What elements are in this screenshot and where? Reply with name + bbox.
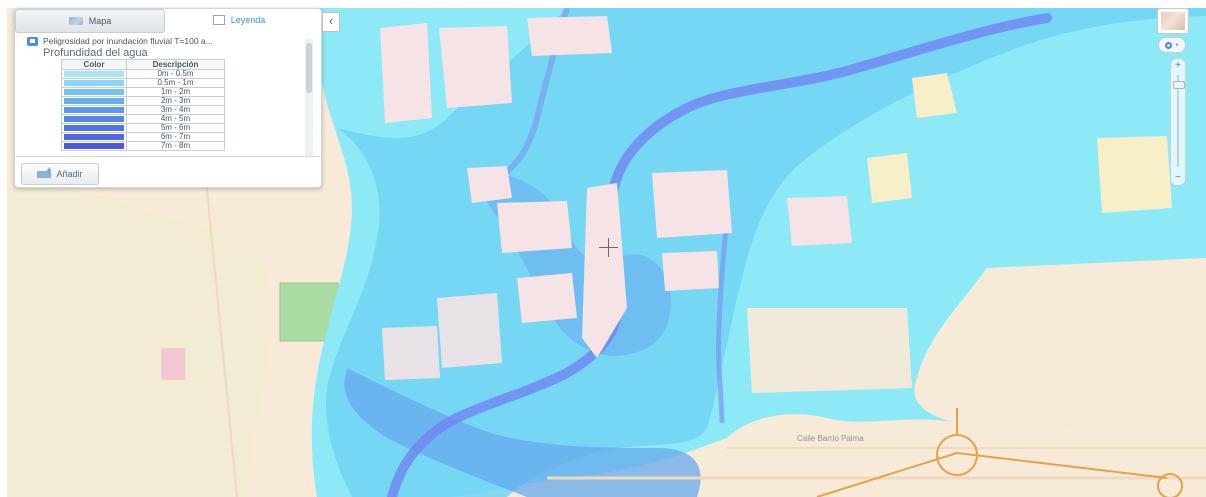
legend-swatch <box>64 143 124 149</box>
building-block <box>382 326 440 380</box>
legend-scrollbar-thumb[interactable] <box>306 43 312 93</box>
road-main <box>816 451 1168 497</box>
roundabout <box>1157 473 1183 497</box>
dry-area <box>1097 136 1172 213</box>
color-column-header: Color <box>61 59 127 70</box>
legend-swatch-cell <box>61 105 127 115</box>
legend-swatch <box>64 98 124 104</box>
river-channel-east <box>716 217 730 424</box>
legend-swatch-cell <box>61 123 127 133</box>
tab-map-label: Mapa <box>88 16 112 26</box>
collapse-panel-button[interactable]: ‹ <box>322 12 340 32</box>
panel-divider <box>15 156 321 157</box>
building-block <box>380 23 432 123</box>
legend-label: 7m - 8m <box>126 141 225 151</box>
legend-row: 7m - 8m <box>61 141 225 151</box>
add-layer-icon <box>37 165 52 178</box>
dry-area-east <box>747 308 912 393</box>
legend-row: 2m - 3m <box>61 96 225 106</box>
legend-icon <box>212 15 225 25</box>
legend-swatch-cell <box>61 114 127 124</box>
legend-panel: Mapa Leyenda Peligrosidad por inundación… <box>14 8 322 188</box>
zoom-thumb[interactable] <box>1173 81 1185 89</box>
flood-medium-zone <box>326 8 1206 497</box>
legend-scroll-area[interactable]: Peligrosidad por inundación fluvial T=10… <box>15 9 315 153</box>
zoom-track[interactable] <box>1177 75 1179 167</box>
tab-legend-label: Leyenda <box>230 15 266 25</box>
locate-icon <box>1165 41 1173 49</box>
description-column-header: Descripción <box>126 59 225 70</box>
locate-button[interactable]: ▾ <box>1158 37 1186 53</box>
hillside-area <box>7 186 273 497</box>
building-block <box>662 251 719 291</box>
legend-swatch <box>64 107 124 113</box>
legend-swatch <box>64 80 124 86</box>
legend-swatch-cell <box>61 69 127 79</box>
building-block <box>437 293 502 368</box>
add-layer-button[interactable]: Añadir <box>21 163 99 185</box>
legend-heading: Profundidad del agua <box>43 47 148 59</box>
tab-map[interactable]: Mapa <box>15 9 165 33</box>
legend-swatch-cell <box>61 87 127 97</box>
legend-swatch <box>64 71 124 77</box>
legend-row: 6m - 7m <box>61 132 225 142</box>
map-layers-icon <box>68 17 83 25</box>
legend-row: 0m - 0.5m <box>61 69 225 79</box>
dry-area <box>867 153 912 203</box>
legend-scrollbar[interactable] <box>305 39 313 157</box>
crosshair-icon <box>599 238 618 257</box>
pink-block <box>161 348 185 380</box>
building-block <box>467 166 512 203</box>
map-canvas[interactable]: Calle Barrio Palma <box>7 8 1206 497</box>
dry-area-southeast <box>914 258 1206 430</box>
legend-swatch <box>64 134 124 140</box>
building-block <box>439 26 512 108</box>
legend-table-header: Color Descripción <box>61 59 225 70</box>
layer-visibility-icon[interactable] <box>27 36 38 46</box>
dry-area <box>912 73 957 118</box>
legend-swatch-cell <box>61 132 127 142</box>
building-block <box>517 273 577 323</box>
legend-swatch <box>64 89 124 95</box>
building-block <box>652 170 732 238</box>
legend-row: 0.5m - 1m <box>61 78 225 88</box>
zoom-in-button[interactable]: + <box>1175 60 1181 71</box>
tab-legend[interactable]: Leyenda <box>165 9 313 31</box>
chevron-down-icon: ▾ <box>1175 42 1179 49</box>
legend-row: 5m - 6m <box>61 123 225 133</box>
building-block <box>497 201 572 253</box>
building-block <box>582 183 627 358</box>
legend-swatch <box>64 125 124 131</box>
layer-row: Peligrosidad por inundación fluvial T=10… <box>27 36 303 46</box>
legend-swatch-cell <box>61 141 127 151</box>
legend-swatch-cell <box>61 78 127 88</box>
legend-swatch <box>64 116 124 122</box>
flood-deep-zone-south <box>344 368 701 497</box>
legend-swatch-cell <box>61 96 127 106</box>
layer-title: Peligrosidad por inundación fluvial T=10… <box>43 36 213 46</box>
legend-row: 3m - 4m <box>61 105 225 115</box>
legend-row: 1m - 2m <box>61 87 225 97</box>
legend-row: 4m - 5m <box>61 114 225 124</box>
building-block <box>527 16 612 56</box>
add-layer-label: Añadir <box>56 169 83 179</box>
zoom-slider[interactable]: + − <box>1170 58 1186 186</box>
street-label: Calle Barrio Palma <box>797 434 864 443</box>
building-block <box>787 196 852 246</box>
zoom-out-button[interactable]: − <box>1175 172 1181 183</box>
basemap-switcher-button[interactable] <box>1157 8 1189 34</box>
basemap-thumbnail <box>1161 12 1185 30</box>
